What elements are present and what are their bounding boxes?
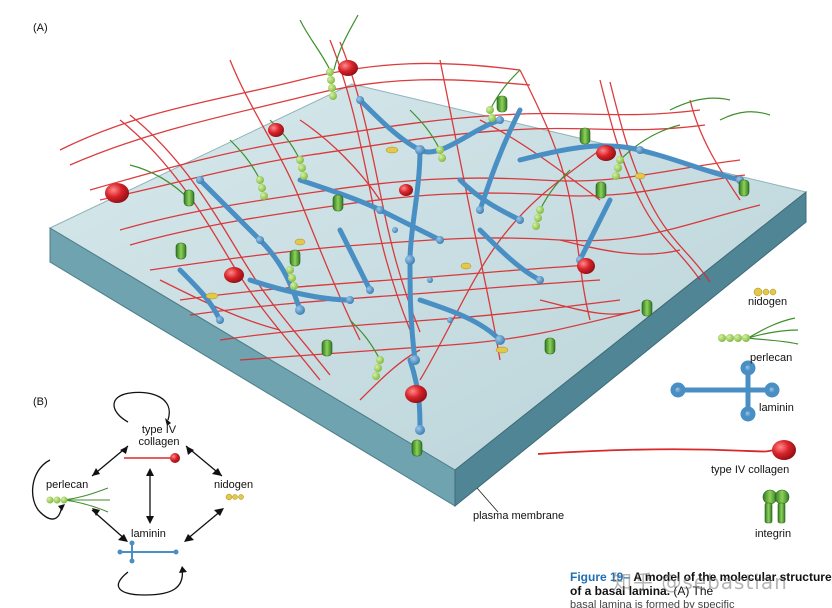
legend-laminin-label: laminin bbox=[759, 402, 794, 414]
nidogen-legend-icon bbox=[753, 287, 777, 297]
integrins bbox=[175, 95, 750, 457]
panel-b-network bbox=[31, 391, 244, 596]
network-collagen-line2: collagen bbox=[138, 436, 180, 448]
network-perlecan-label: perlecan bbox=[46, 479, 89, 491]
network-nidogen-label: nidogen bbox=[214, 479, 254, 491]
perlecan-legend-icon bbox=[718, 317, 799, 345]
laminin-beads bbox=[196, 96, 744, 435]
laminin-legend-icon bbox=[670, 360, 780, 422]
legend-nidogen-label: nidogen bbox=[748, 296, 788, 308]
perlecan-beads bbox=[256, 68, 624, 380]
legend-integrin-label: integrin bbox=[755, 528, 792, 540]
figure-caption-cut-line: basal lamina is formed by specific bbox=[570, 599, 735, 608]
figure-caption-text: (A) The bbox=[670, 584, 714, 598]
figure-title: A model of the molecular structure of a … bbox=[570, 570, 832, 598]
plasma-membrane-label: plasma membrane bbox=[473, 510, 565, 522]
legend-perlecan-label: perlecan bbox=[750, 352, 793, 364]
figure-number: Figure 19– bbox=[570, 570, 631, 584]
watermark: 知乎 @sebastian bbox=[612, 570, 788, 594]
figure-caption: Figure 19– A model of the molecular stru… bbox=[570, 570, 832, 608]
integrin-legend-icon bbox=[762, 489, 790, 524]
type-iv-collagen-legend-icon bbox=[537, 440, 796, 460]
legend-type-iv-collagen-label: type IV collagen bbox=[711, 464, 790, 476]
network-collagen-line1: type IV bbox=[141, 424, 177, 436]
membrane-leader-line bbox=[476, 487, 499, 513]
nidogen-molecules bbox=[205, 146, 646, 354]
network-laminin-label: laminin bbox=[131, 528, 166, 540]
network-type-iv-collagen-label: type IV collagen bbox=[134, 424, 184, 448]
collagen-heads bbox=[105, 60, 616, 403]
panel-a-label: (A) bbox=[33, 22, 48, 34]
perlecan-tails bbox=[129, 14, 771, 361]
panel-b-label: (B) bbox=[33, 396, 48, 408]
